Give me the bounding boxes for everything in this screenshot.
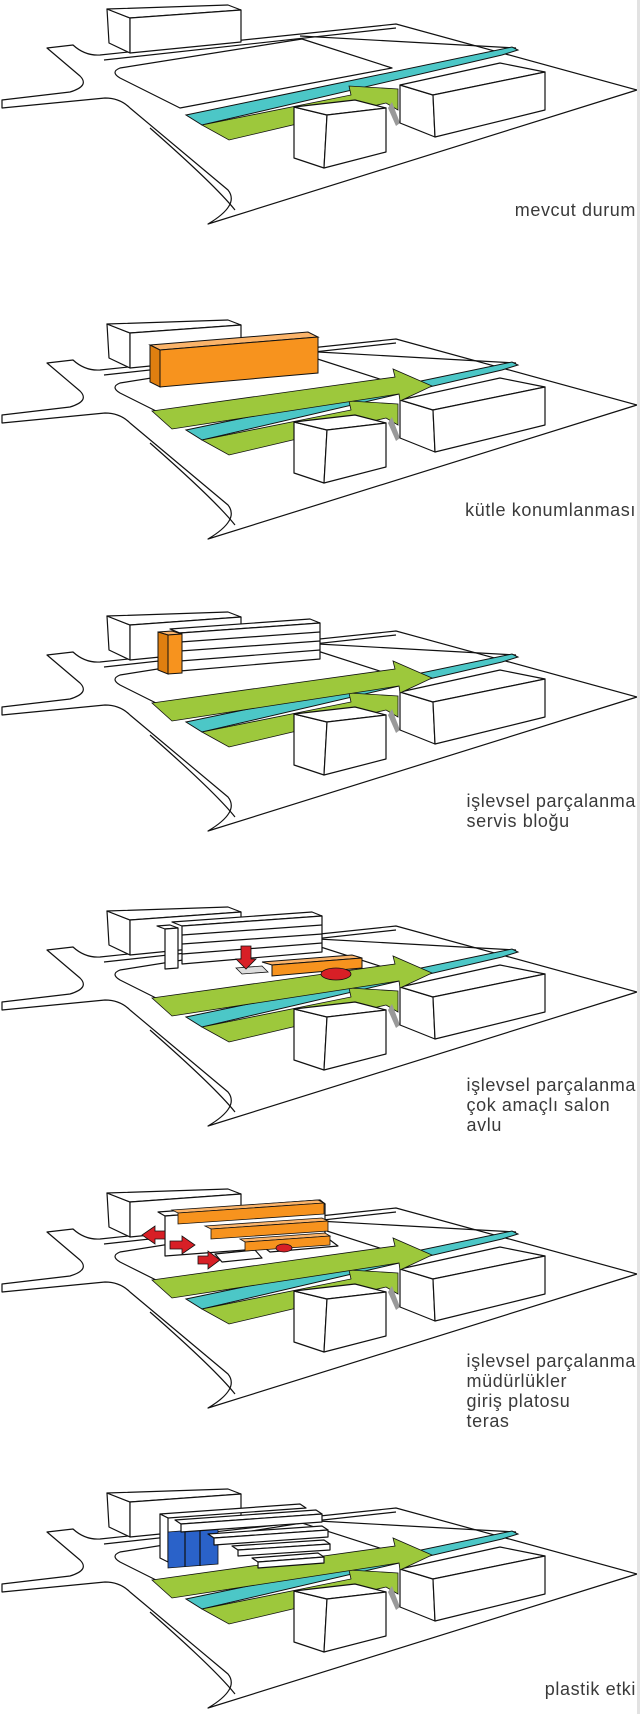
panel-label: işlevsel parçalanma müdürlükler giriş pl… bbox=[467, 1351, 636, 1431]
label-line: avlu bbox=[466, 1115, 502, 1135]
label-line: giriş platosu bbox=[466, 1391, 571, 1411]
label-line: işlevsel parçalanma bbox=[466, 1351, 636, 1371]
red-arrow-right-icon bbox=[197, 1250, 221, 1270]
label-line: çok amaçlı salon bbox=[466, 1095, 611, 1115]
label-line: kütle konumlanması bbox=[465, 500, 636, 520]
panel-label: kütle konumlanması bbox=[465, 500, 636, 520]
panel-plastic-effect bbox=[0, 1484, 640, 1714]
orange-service-block bbox=[157, 630, 183, 675]
red-arrow-left-icon bbox=[141, 1225, 166, 1245]
panel-label: işlevsel parçalanma servis bloğu bbox=[467, 791, 636, 831]
red-arrow-right-icon bbox=[169, 1235, 196, 1255]
service-block bbox=[156, 924, 179, 970]
label-line: mevcut durum bbox=[514, 200, 636, 220]
red-entrance-arrow-icon bbox=[235, 945, 257, 970]
orange-mass-block bbox=[148, 331, 320, 388]
label-line: işlevsel parçalanma bbox=[466, 791, 636, 811]
panel-label: işlevsel parçalanma çok amaçlı salon avl… bbox=[467, 1075, 636, 1135]
label-line: işlevsel parçalanma bbox=[466, 1075, 636, 1095]
courtyard-plate bbox=[235, 965, 269, 975]
orange-office-bars bbox=[170, 1199, 332, 1252]
panel-label: plastik etki bbox=[545, 1679, 636, 1699]
panel-multipurpose-hall bbox=[0, 902, 640, 1142]
label-line: servis bloğu bbox=[466, 811, 570, 831]
red-courtyard-marker-icon bbox=[320, 967, 352, 981]
label-line: plastik etki bbox=[544, 1679, 636, 1699]
label-line: müdürlükler bbox=[466, 1371, 568, 1391]
stacked-floors-block bbox=[169, 618, 321, 672]
stacked-floors-block bbox=[171, 911, 323, 965]
final-building-mass bbox=[159, 1503, 331, 1569]
panel-directorates-terrace bbox=[0, 1184, 640, 1424]
panel-service-block bbox=[0, 607, 640, 847]
red-terrace-marker-icon bbox=[275, 1243, 293, 1253]
label-line: teras bbox=[466, 1411, 510, 1431]
panel-label: mevcut durum bbox=[515, 200, 636, 220]
orange-hall-block bbox=[261, 954, 363, 977]
panel-mass-placement bbox=[0, 315, 640, 555]
page-edge-border bbox=[637, 0, 640, 1714]
site-base-drawing bbox=[2, 5, 637, 224]
